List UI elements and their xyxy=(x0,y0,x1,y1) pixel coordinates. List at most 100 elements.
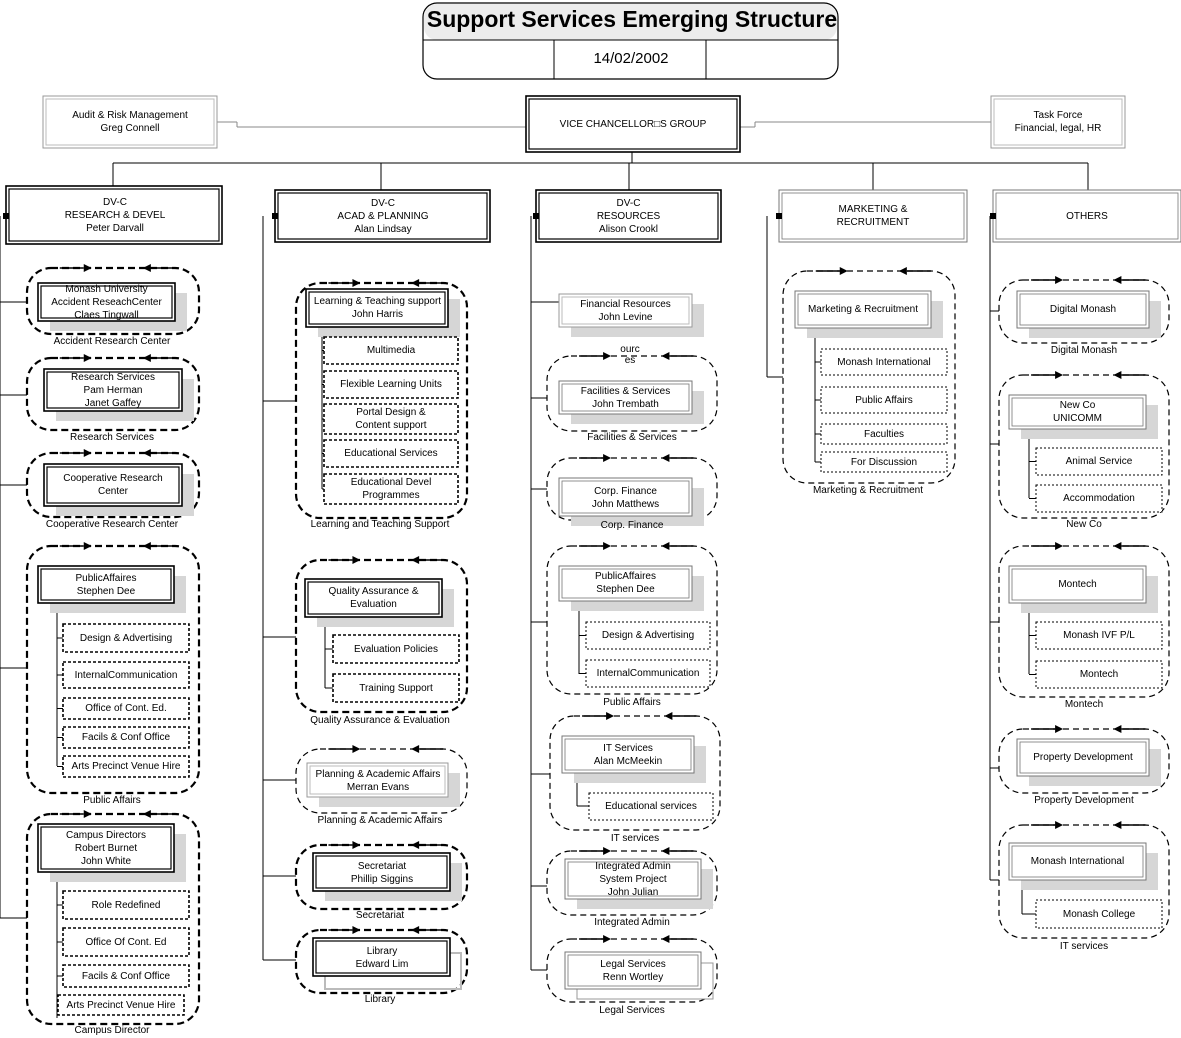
sub-box xyxy=(585,659,711,688)
box-frame xyxy=(309,765,446,795)
arrow-head xyxy=(411,279,420,287)
box-frame-inner xyxy=(528,98,738,150)
node-quality-assurance: Quality Assurance & Evaluation xyxy=(328,585,419,610)
box-frame-inner xyxy=(315,855,448,889)
group-outline xyxy=(294,843,469,911)
header-title-band xyxy=(424,4,837,40)
arrow-head xyxy=(352,556,361,564)
box-frame xyxy=(1016,738,1150,777)
group-outline xyxy=(998,824,1170,939)
box-frame-inner xyxy=(46,466,180,504)
group-label-corp-finance: Corp. Finance xyxy=(600,520,664,531)
box-frame-inner xyxy=(797,293,929,326)
box-frame xyxy=(43,368,183,412)
box-frame xyxy=(561,296,690,325)
arrow-head xyxy=(83,810,92,818)
sub-box xyxy=(323,473,459,505)
arrow-head xyxy=(1055,542,1064,550)
box-frame-inner xyxy=(1019,293,1147,326)
sub-rd-cd-2: Facils & Conf Office xyxy=(81,970,171,982)
sub-box xyxy=(1035,484,1163,513)
group-outline xyxy=(25,356,201,432)
head-research: DV-C RESEARCH & DEVEL Peter Darvall xyxy=(64,197,166,234)
arrow-head xyxy=(1113,725,1122,733)
sub-rd-pa-2: Office of Cont. Ed. xyxy=(85,703,167,714)
sub-rd-pa-3: Facils & Conf Office xyxy=(81,732,171,743)
sub-box xyxy=(1035,447,1163,476)
arrow-head xyxy=(603,352,612,360)
box-frame-inner xyxy=(1011,845,1144,878)
arrow-head xyxy=(1113,821,1122,829)
group-label-quality-assurance: Quality Assurance & Evaluation xyxy=(310,715,450,726)
box-frame xyxy=(1008,842,1147,881)
sub-res-pa-1: InternalCommunication xyxy=(596,668,700,679)
group-label-research-services: Research Services xyxy=(70,432,154,443)
arrow-head xyxy=(661,847,670,855)
chart-date: 14/02/2002 xyxy=(593,49,669,67)
sub-box xyxy=(62,697,190,720)
sub-box xyxy=(1035,621,1163,650)
sub-ac-lt-2: Portal Design & Content support xyxy=(355,407,427,431)
box-frame-inner xyxy=(308,291,446,325)
arrow-head xyxy=(664,712,673,720)
arrow-head xyxy=(352,279,361,287)
node-corp-finance: Corp. Finance John Matthews xyxy=(591,485,660,510)
group-outline xyxy=(546,850,718,916)
node-public-affaires-rd: PublicAffaires Stephen Dee xyxy=(75,572,137,597)
box-frame xyxy=(305,288,449,328)
sub-rd-pa-0: Design & Advertising xyxy=(79,632,173,644)
box-frame-inner xyxy=(567,861,699,897)
arrow-head xyxy=(411,841,420,849)
box-frame xyxy=(992,189,1181,243)
arrow-head xyxy=(603,847,612,855)
sub-box xyxy=(332,673,460,703)
group-outline xyxy=(294,558,469,714)
group-label-new-co: New Co xyxy=(1066,519,1102,530)
node-marketing-recruitment: Marketing & Recruitment xyxy=(807,304,919,315)
box-frame xyxy=(312,937,451,977)
sub-box xyxy=(820,451,948,473)
junction-marker xyxy=(776,213,782,219)
box-audit: Audit & Risk Management Greg Connell xyxy=(72,110,188,134)
node-campus-directors: Campus Directors Robert Burnet John Whit… xyxy=(65,829,147,867)
box-vice-chancellor: VICE CHANCELLOR□S GROUP xyxy=(559,118,707,130)
sub-box xyxy=(62,890,190,920)
sub-rd-cd-0: Role Redefined xyxy=(91,899,161,911)
arrow-head xyxy=(839,267,848,275)
arrow-head xyxy=(411,745,420,753)
box-frame-inner xyxy=(561,568,690,599)
box-frame xyxy=(525,95,741,153)
sub-rd-pa-1: InternalCommunication xyxy=(74,669,178,681)
sub-ac-lt-1: Flexible Learning Units xyxy=(340,379,442,390)
box-frame xyxy=(37,565,175,604)
arrow-head xyxy=(606,712,615,720)
node-monash-international: Monash International xyxy=(1030,856,1125,867)
chart-title: Support Services Emerging Structure xyxy=(426,5,838,32)
arrow-head xyxy=(142,449,151,457)
box-frame xyxy=(1016,290,1150,329)
box-frame-inner xyxy=(561,383,690,412)
junction-marker xyxy=(533,213,539,219)
sub-ac-lt-4: Educational Devel Programmes xyxy=(350,477,432,501)
group-label-facilities-services: Facilities & Services xyxy=(587,432,677,443)
arrow-head xyxy=(83,449,92,457)
group-label-learning-teaching: Learning and Teaching Support xyxy=(310,519,450,530)
box-frame xyxy=(778,189,968,243)
box-frame xyxy=(274,189,491,243)
junction-marker xyxy=(3,213,9,219)
connector-lines xyxy=(0,121,1089,1018)
group-label-integrated-admin: Integrated Admin xyxy=(594,917,670,928)
sub-ot-nc-0: Animal Service xyxy=(1065,456,1133,467)
sub-box xyxy=(332,634,460,664)
arrow-head xyxy=(1113,371,1122,379)
sub-res-it-0: Educational services xyxy=(605,801,697,812)
group-outline xyxy=(782,270,956,484)
sub-mk-1: Public Affairs xyxy=(855,394,913,406)
arrow-head xyxy=(603,935,612,943)
box-frame-inner xyxy=(40,285,173,319)
box-task-force: Task Force Financial, legal, HR xyxy=(1014,110,1102,134)
arrow-head xyxy=(1055,821,1064,829)
sub-box xyxy=(820,423,948,445)
sub-box xyxy=(588,792,714,821)
arrow-head xyxy=(603,454,612,462)
